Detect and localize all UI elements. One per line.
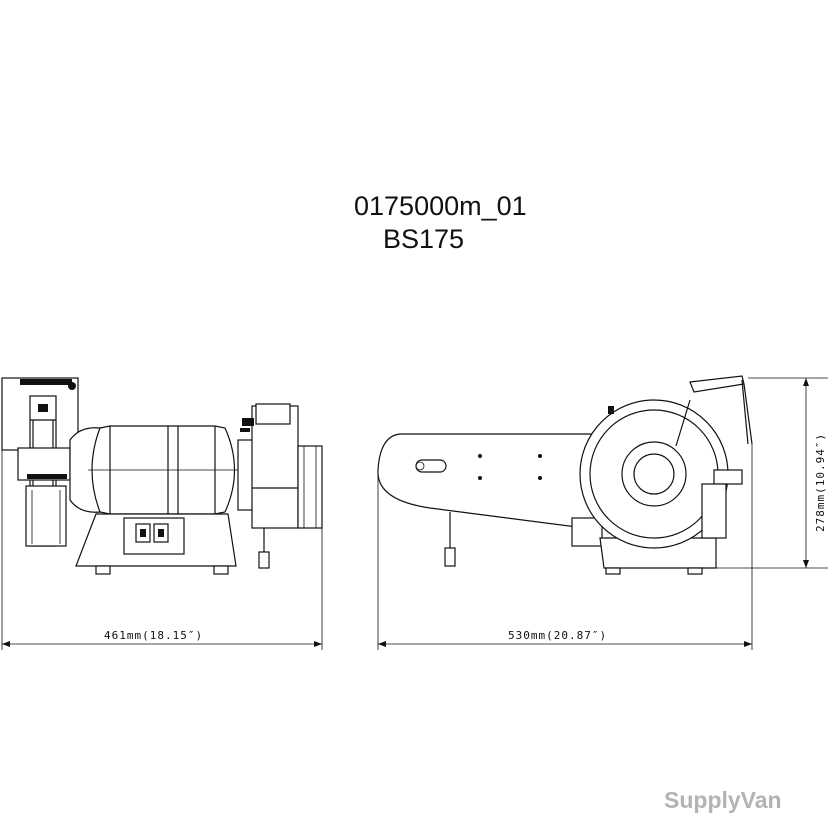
dimension-length-side: 530mm(20.87″) bbox=[377, 444, 753, 650]
front-view bbox=[1, 377, 323, 575]
belt-arm-side bbox=[377, 433, 601, 531]
dimension-width-front: 461mm(18.15″) bbox=[1, 378, 323, 650]
width-front-label: 461mm(18.15″) bbox=[104, 629, 203, 642]
side-view bbox=[377, 375, 753, 575]
length-side-label: 530mm(20.87″) bbox=[508, 629, 607, 642]
watermark-logo: SupplyVan bbox=[664, 787, 782, 813]
height-side-label: 278mm(10.94″) bbox=[814, 433, 827, 532]
wheel-hub bbox=[621, 441, 687, 507]
model-name: BS175 bbox=[383, 224, 464, 254]
drawing-code: 0175000m_01 bbox=[354, 191, 527, 221]
dimension-height-side: 278mm(10.94″) bbox=[716, 377, 828, 569]
